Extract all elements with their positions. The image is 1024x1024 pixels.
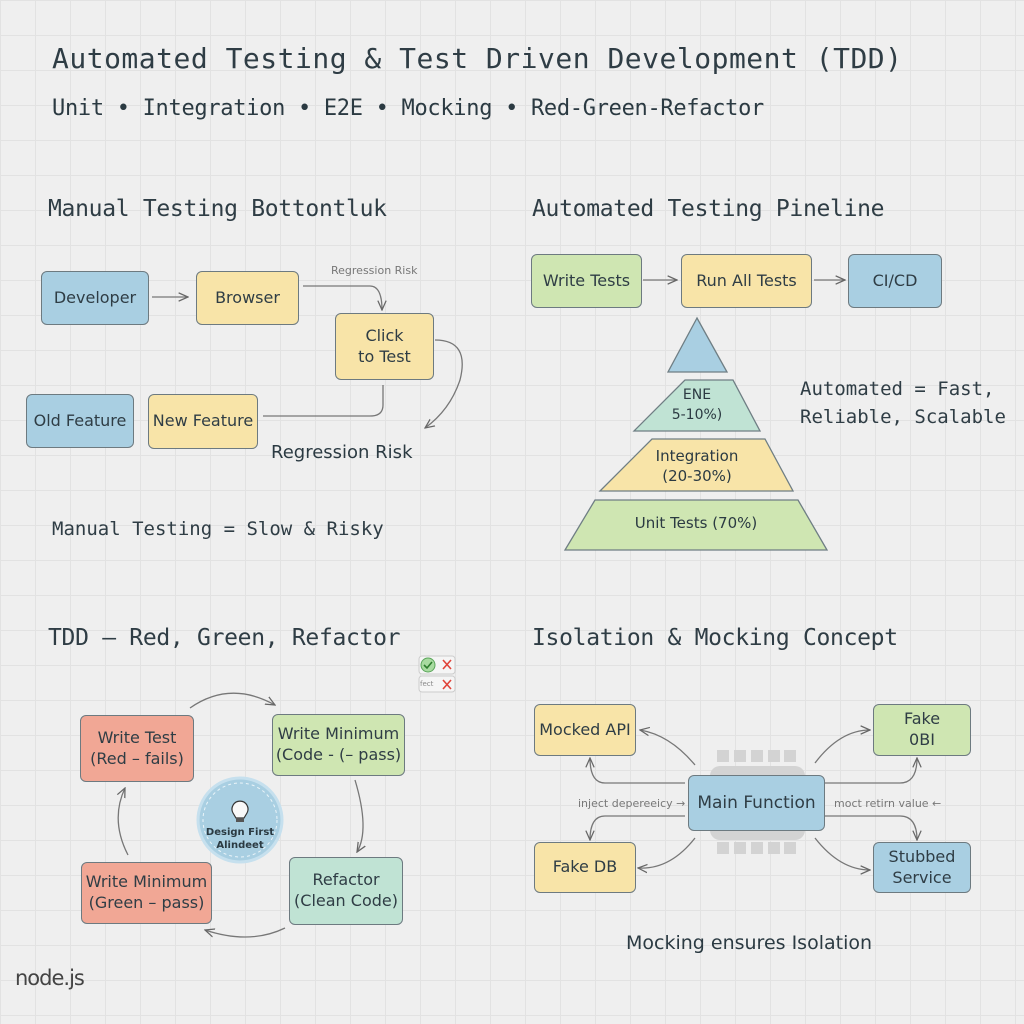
regression-risk-label: Regression Risk [271,442,413,463]
mocked-api-box: Mocked API [534,704,636,756]
pyramid-unit [563,499,829,551]
pyramid-unit-label: Unit Tests (70%) [634,514,758,532]
status-badges-icon [418,655,456,693]
regression-risk-label-small: Regression Risk [331,264,418,277]
pyramid-integration [598,438,795,492]
design-first-badge [196,776,284,864]
browser-box: Browser [196,271,299,325]
write-test-red-box: Write Test (Red – fails) [80,715,194,782]
tdd-heading: TDD – Red, Green, Refactor [48,625,401,651]
automated-summary: Automated = Fast, Reliable, Scalable [800,378,1006,428]
lightbulb-icon [231,800,249,819]
page-subtitle: Unit • Integration • E2E • Mocking • Red… [52,96,764,121]
automated-heading: Automated Testing Pineline [532,196,885,222]
stubbed-service-box: Stubbed Service [873,842,971,893]
nodejs-logo: node.js [15,966,85,990]
test-pyramid [563,316,829,551]
run-all-tests-box: Run All Tests [681,254,812,308]
page-title: Automated Testing & Test Driven Developm… [52,42,903,75]
pyramid-e2e-label: ENE 5-10%) [671,387,723,423]
old-feature-box: Old Feature [26,394,134,448]
refactor-box: Refactor (Clean Code) [289,857,403,925]
manual-summary: Manual Testing = Slow & Risky [52,518,384,540]
manual-heading: Manual Testing Bottontluk [48,196,387,222]
fake-obi-box: Fake 0BI [873,704,971,756]
click-to-test-box: Click to Test [335,313,434,380]
pyramid-integration-label: Integration (20-30%) [655,447,739,486]
pyramid-e2e [632,379,762,432]
main-function-box: Main Function [688,775,825,831]
write-tests-box: Write Tests [531,254,642,308]
developer-box: Developer [41,271,149,325]
write-minimum-code-box: Write Minimum (Code - (– pass) [272,714,405,776]
mocking-summary: Mocking ensures Isolation [626,932,873,954]
mocking-heading: Isolation & Mocking Concept [532,625,898,651]
inject-dependency-label: inject depereeicy → [578,797,686,810]
cicd-box: CI/CD [848,254,942,308]
badge-text: fect [420,680,434,688]
mock-return-value-label: moct retirn value ← [834,797,942,810]
pyramid-top [666,316,729,373]
fake-db-box: Fake DB [534,842,636,893]
design-first-label: Design First Alindeet [205,827,275,851]
write-minimum-green-box: Write Minimum (Green – pass) [81,862,212,924]
new-feature-box: New Feature [148,394,258,449]
